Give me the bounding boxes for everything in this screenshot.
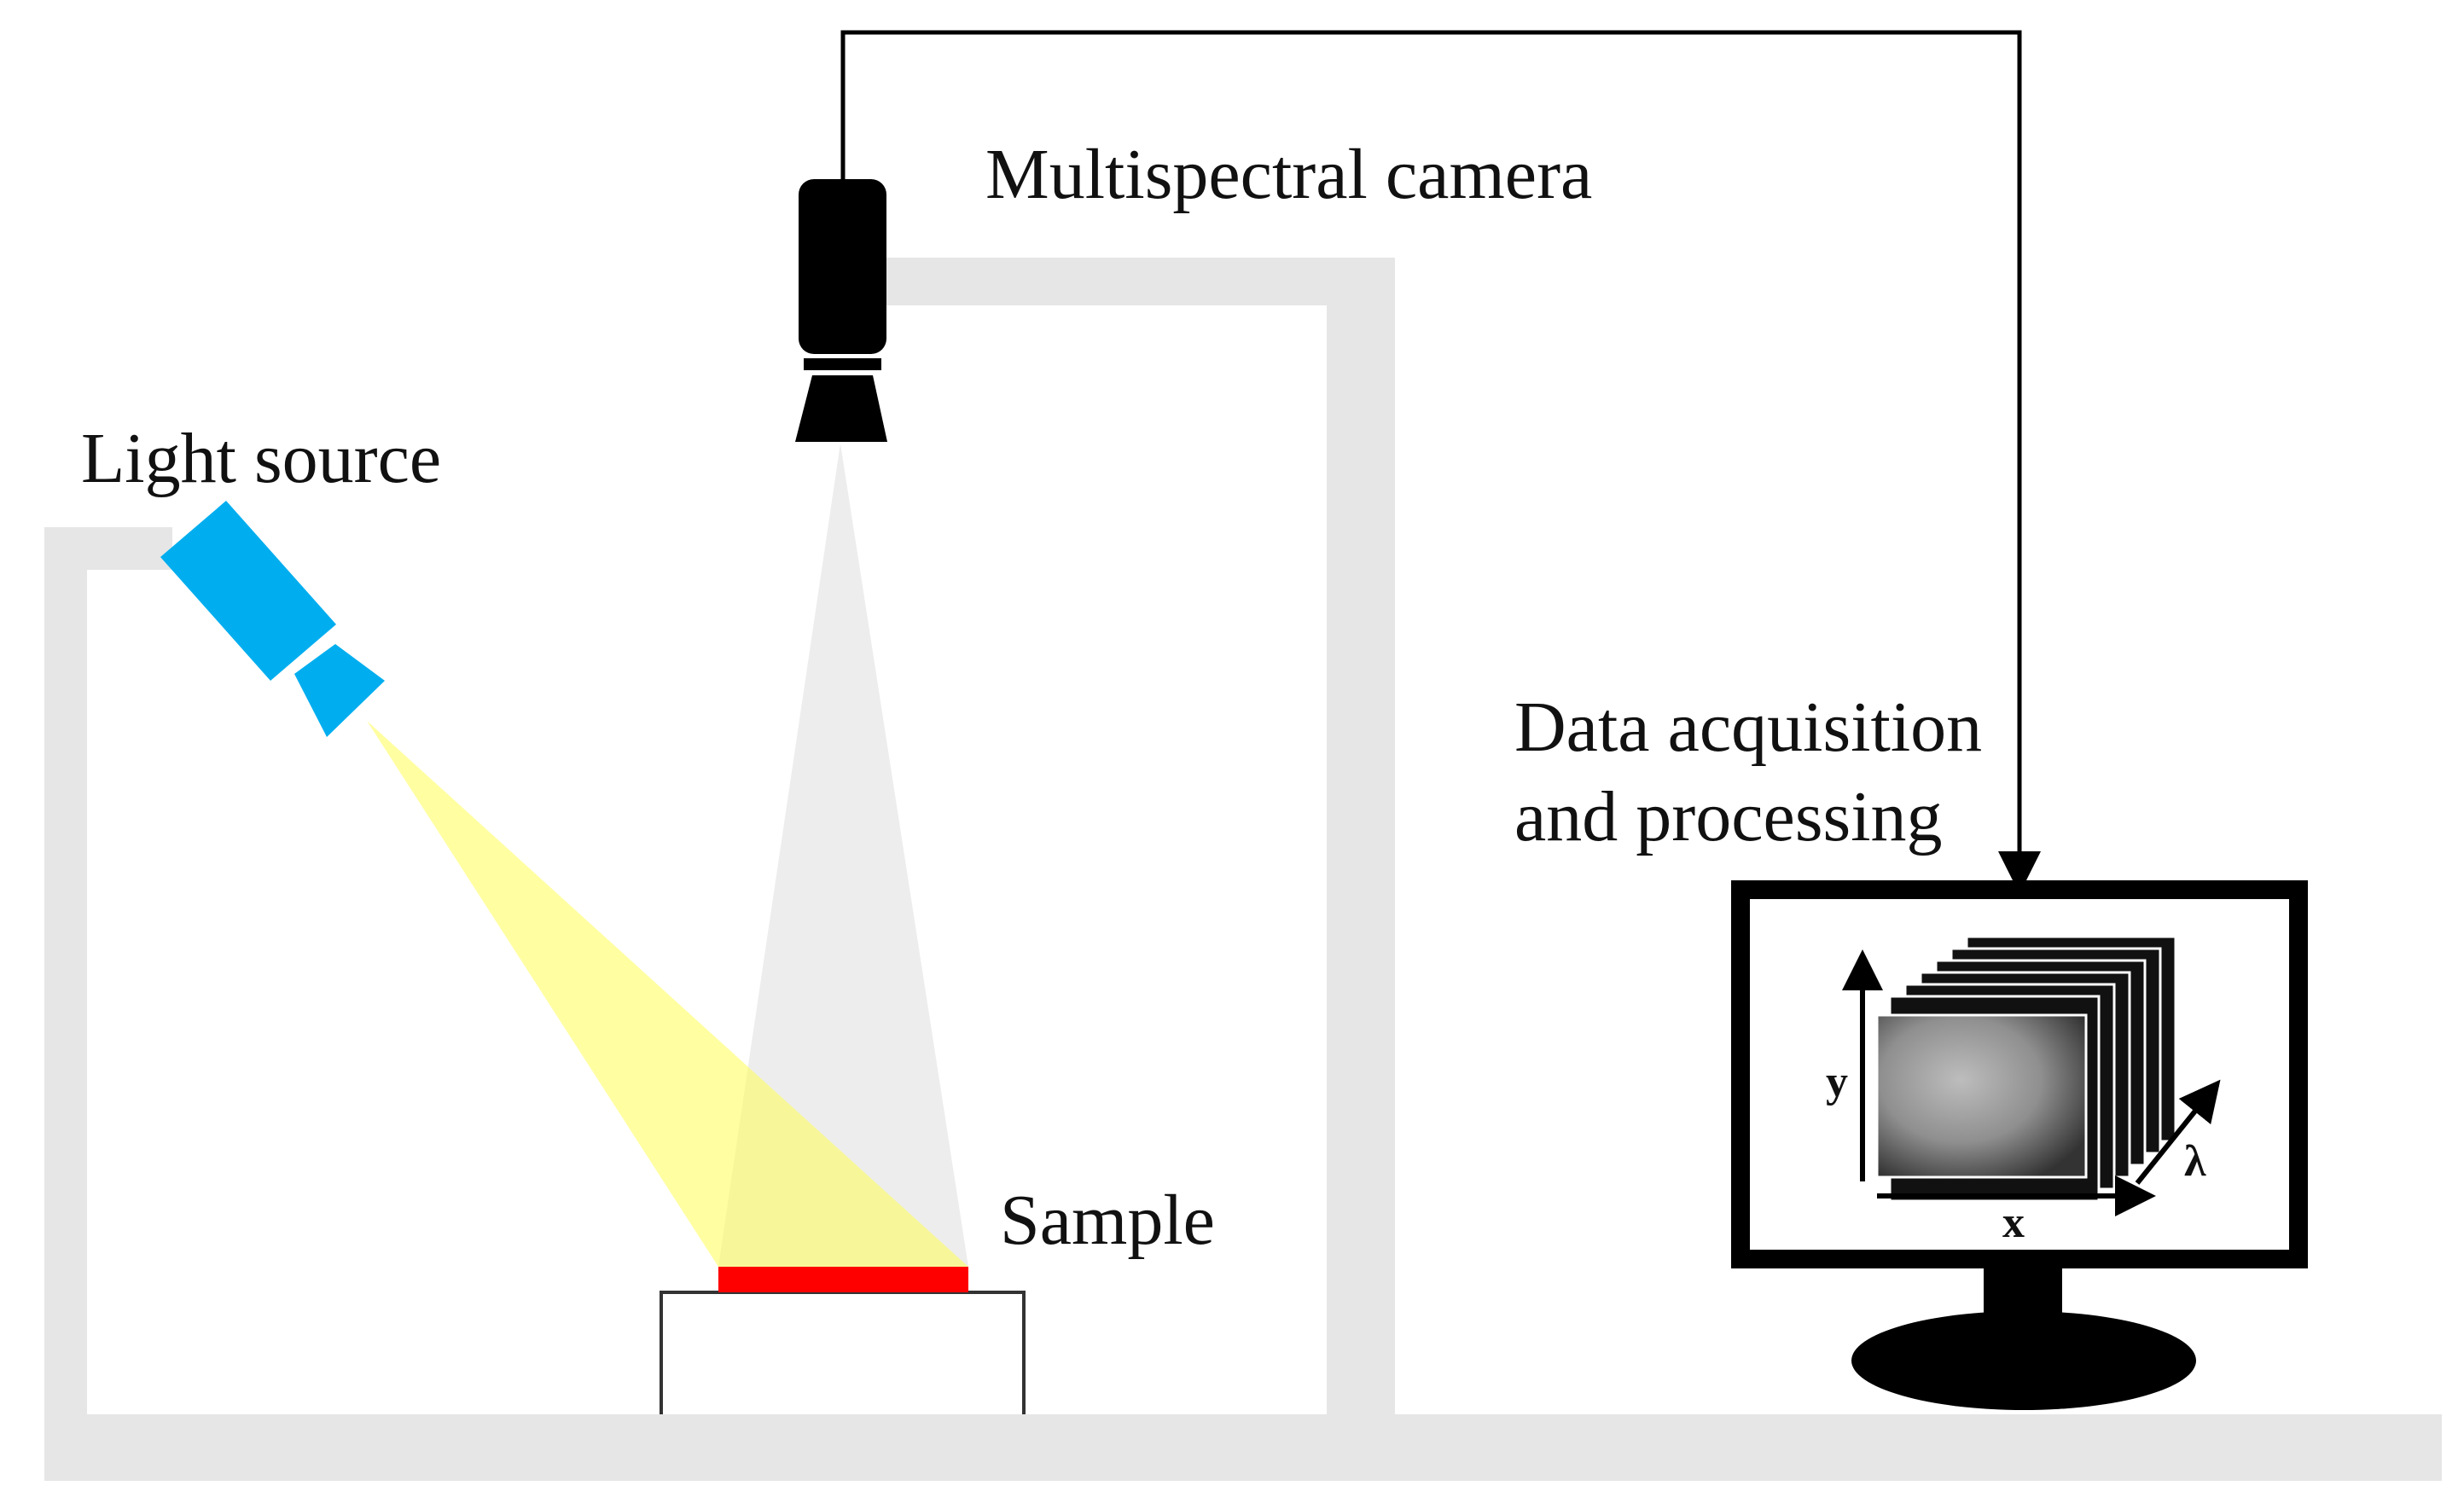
top-arm (883, 258, 1395, 305)
light-label: Light source (81, 419, 441, 498)
image-stack-icon (1875, 935, 2177, 1203)
lambda-axis-arrow (2135, 1079, 2221, 1185)
x-axis-label: x (2002, 1198, 2025, 1247)
camera-icon (795, 179, 887, 442)
base-floor (44, 1414, 2442, 1481)
stage-block (660, 1291, 1026, 1414)
spotlight-icon (160, 501, 385, 737)
left-post (44, 527, 87, 1440)
sample-strip (718, 1267, 968, 1292)
camera-body (799, 179, 886, 354)
data-label-line1: Data acquisition (1514, 688, 1982, 767)
stand-frame (44, 258, 2442, 1481)
y-axis-label: y (1826, 1058, 1848, 1106)
left-arm (44, 527, 172, 570)
light-body (160, 501, 336, 681)
lambda-axis-label: λ (2184, 1137, 2206, 1186)
axes (1842, 949, 2221, 1216)
data-cable (840, 30, 2041, 894)
sample-stage (660, 1267, 1026, 1414)
light-beam (367, 721, 968, 1267)
data-label-line2: and processing (1514, 777, 1943, 856)
stack-front-image (1875, 1013, 2088, 1179)
light-nozzle (294, 644, 385, 737)
monitor-base (1851, 1311, 2196, 1410)
camera-lens (795, 375, 887, 442)
sample-label: Sample (1000, 1181, 1215, 1260)
camera-label: Multispectral camera (985, 135, 1592, 214)
camera-ring (804, 358, 881, 370)
right-post (1327, 258, 1395, 1440)
camera-beam (718, 444, 968, 1267)
